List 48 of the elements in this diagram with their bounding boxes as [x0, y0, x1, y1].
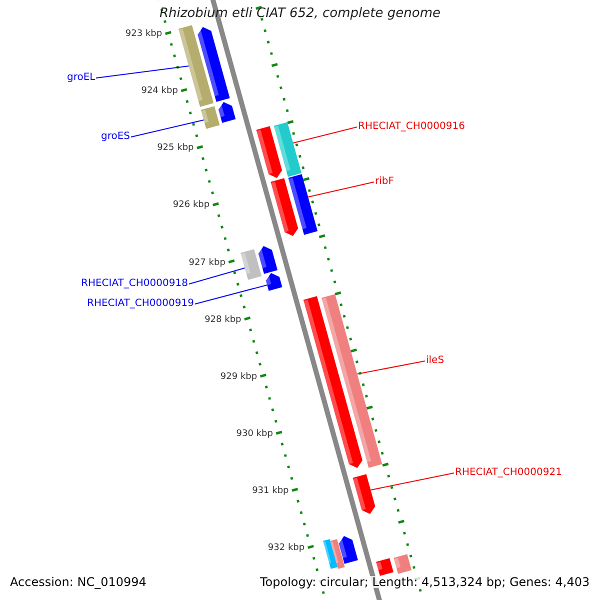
leader-line — [292, 126, 358, 144]
gene-label: RHECIAT_CH0000916 — [358, 122, 465, 132]
leader-line — [370, 472, 454, 490]
gene-feature — [338, 536, 358, 564]
leader-line — [194, 284, 268, 304]
scale-label: 925 kbp — [157, 144, 194, 154]
gene-feature — [240, 249, 262, 280]
scale-label: 932 kbp — [268, 544, 305, 553]
gene-feature — [264, 273, 282, 291]
gene-label: groEL — [67, 73, 96, 83]
gene-feature — [217, 102, 236, 123]
gene-feature — [376, 558, 394, 576]
title: Rhizobium etli CIAT 652, complete genome — [160, 6, 440, 20]
gene-feature — [196, 27, 230, 102]
gene-feature — [178, 25, 214, 107]
gene-feature — [257, 246, 278, 274]
gene-label: RHECIAT_CH0000918 — [81, 279, 188, 289]
gene-feature — [352, 474, 376, 514]
gene-label: ribF — [375, 177, 394, 187]
gene-label: ileS — [426, 356, 444, 366]
scale-label: 923 kbp — [125, 30, 162, 40]
gene-feature — [394, 554, 412, 574]
gene-feature — [200, 106, 220, 129]
accession-text: Accession: NC_010994 — [10, 576, 146, 588]
scale-label: 929 kbp — [220, 372, 258, 382]
gene-label: RHECIAT_CH0000919 — [87, 299, 194, 309]
gene-feature — [303, 296, 362, 468]
gene-feature — [274, 122, 302, 177]
gene-feature — [322, 294, 382, 468]
leader-line — [356, 360, 426, 374]
scale-label: 930 kbp — [236, 430, 273, 439]
gene-feature — [288, 174, 318, 235]
leader-line — [308, 182, 374, 198]
gene-feature — [330, 539, 345, 569]
leader-line — [130, 120, 204, 138]
scale-label: 931 kbp — [252, 486, 289, 496]
scale-label: 928 kbp — [204, 316, 242, 325]
genome-info-text: Topology: circular; Length: 4,513,324 bp; Genes: 4,403 — [260, 576, 590, 588]
leader-line — [188, 268, 246, 284]
gene-feature — [256, 126, 282, 178]
scale-label: 924 kbp — [141, 87, 178, 96]
scale-label: 926 kbp — [172, 201, 210, 210]
leader-line — [96, 66, 190, 78]
gene-label: groES — [101, 132, 130, 142]
gene-feature — [323, 539, 338, 569]
gene-label: RHECIAT_CH0000921 — [455, 468, 562, 478]
scale-label: 927 kbp — [188, 258, 226, 268]
gene-feature — [270, 178, 298, 236]
